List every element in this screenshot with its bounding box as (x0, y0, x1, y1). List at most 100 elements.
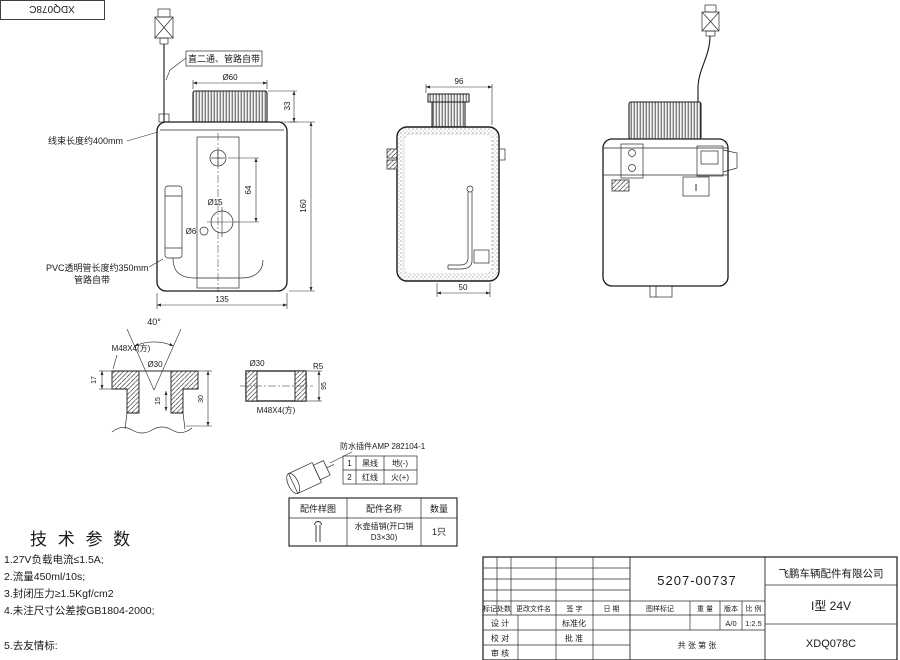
rear-body (602, 138, 729, 287)
cotter-pin-glyph (314, 521, 322, 542)
tb-version-value: A/0 (725, 619, 736, 628)
parts-header-qty: 数量 (430, 503, 448, 514)
dimension-96: 96 (425, 77, 493, 125)
tech-item-2: 2.流量450ml/10s; (4, 570, 85, 583)
pvc-tube-callout: PVC透明管长度约350mm 管路自带 (46, 258, 164, 285)
dim-cap-h-text: 33 (283, 101, 292, 110)
wiring-table: 1 黑线 地(-) 2 红线 火(+) (342, 455, 418, 485)
rear-cap (628, 101, 702, 140)
plug-thread-text: M48X4(方) (257, 405, 296, 415)
front-view: 直二通、管路自带 Ø60 33 (46, 8, 315, 309)
tb-header-sign: 签 字 (567, 604, 583, 613)
signature-area: 设 计 标准化 校 对 批 准 审 核 (483, 615, 630, 660)
filler-cap (192, 90, 268, 123)
parts-header-sample: 配件样图 (300, 503, 336, 514)
side-body (396, 126, 500, 282)
wire-row1-pol: 地(-) (392, 458, 408, 468)
tb-scale-header: 比 例 (746, 604, 762, 613)
title-block: 标记 处数 更改文件名 签 字 日 期 设 计 标准化 校 对 批 准 审 核 … (482, 556, 898, 660)
dimension-15: 15 (155, 390, 168, 412)
part-number-area: 5207-00737 图样标记 重 量 版本 比 例 A/0 1:2.5 共 张… (630, 573, 765, 650)
wire-row2-pol: 火(+) (391, 473, 409, 482)
plate-label-text: I (695, 183, 698, 194)
wire-connector (154, 8, 174, 123)
parts-header-name: 配件名称 (366, 503, 402, 514)
model-text: I型 24V (811, 599, 851, 613)
pvc-label-1: PVC透明管长度约350mm (46, 262, 149, 273)
dim-50-text: 50 (459, 283, 468, 292)
rear-label-plate: I (682, 176, 710, 197)
tb-sample-mark-header: 图样标记 (646, 604, 674, 613)
plug-detail: Ø30 R5 M48X4(方) 95 (240, 359, 328, 415)
tech-item-1: 1.27V负载电流≤1.5A; (4, 553, 104, 566)
side-view: 96 50 (386, 77, 506, 297)
drawing-number-text: XDQ078C (806, 638, 856, 650)
pump-and-tube (164, 185, 264, 279)
revision-area: 标记 处数 更改文件名 签 字 日 期 (483, 557, 630, 616)
tb-header-date: 日 期 (604, 605, 620, 613)
dimension-17: 17 (91, 370, 112, 390)
tech-params-title: 技 术 参 数 (30, 530, 133, 549)
company-area: 飞鹏车辆配件有限公司 I型 24V XDQ078C (765, 567, 897, 650)
bore-label: Ø30 (147, 360, 163, 369)
tb-design-label: 设 计 (491, 618, 509, 628)
harness-callout: 线束长度约400mm (48, 131, 159, 146)
dimension-width-135: 135 (156, 293, 288, 309)
dim-135-text: 135 (215, 295, 229, 304)
plug-radius-text: R5 (313, 362, 324, 371)
tank-body-front (156, 121, 288, 292)
thread-label: M48X4(方) (112, 343, 151, 353)
parts-name-line1: 水壶插销(开口销 (355, 521, 414, 531)
tb-weight-header: 重 量 (697, 605, 713, 613)
dim-cap-dia-text: Ø60 (222, 73, 238, 82)
corner-code-text: XDQ078C (29, 3, 75, 14)
dimension-height-160: 160 (289, 121, 315, 292)
tech-item-3: 3.封闭压力≥1.5Kgf/cm2 (4, 587, 114, 600)
rear-small-block (611, 179, 630, 192)
parts-table: 配件样图 配件名称 数量 水壶插销(开口销 D3×30) 1只 (288, 497, 458, 547)
dimension-50: 50 (436, 283, 491, 297)
rear-bottom-tab (649, 285, 673, 298)
wire-row2-color: 红线 (362, 472, 378, 482)
strap-plate (620, 143, 644, 179)
tb-scale-value: 1:2.5 (745, 619, 762, 628)
mounting-bracket: Ø15 Ø6 (186, 133, 240, 292)
part-number-text: 5207-00737 (657, 573, 736, 588)
tech-item-5: 5.去友情标: (4, 639, 58, 652)
tb-approve-label: 批 准 (565, 633, 583, 643)
connector-detail: 防水插件AMP 282104-1 1 黑线 地(-) 2 红线 火(+) (286, 441, 426, 495)
funnel-angle: 40° (126, 317, 182, 391)
tb-header-count: 处数 (497, 604, 511, 613)
rear-view: I (602, 4, 738, 298)
cap-section-detail: 40° M48X4(方) Ø30 17 15 (91, 317, 212, 434)
tb-check-label: 校 对 (491, 633, 509, 643)
dim-30-text: 30 (198, 395, 205, 403)
cap-section-labels: M48X4(方) Ø30 (112, 343, 163, 370)
connector-drawing (286, 460, 335, 495)
side-internal-pipe (447, 185, 490, 270)
company-name-text: 飞鹏车辆配件有限公司 (779, 567, 884, 580)
tube-callout: 直二通、管路自带 (165, 50, 263, 81)
dim-hole15-text: Ø15 (207, 198, 223, 207)
pvc-label-2: 管路自带 (74, 274, 110, 285)
wire-row2-no: 2 (347, 473, 352, 482)
dim-160-text: 160 (299, 199, 308, 213)
tech-item-4: 4.未注尺寸公差按GB1804-2000; (4, 604, 155, 617)
angle-40-text: 40° (147, 317, 161, 327)
dimension-cap-diameter: Ø60 (192, 73, 268, 89)
tb-header-mark: 标记 (483, 604, 497, 613)
tb-review-label: 审 核 (491, 648, 509, 658)
plug-h-text: 95 (321, 382, 328, 390)
strap-buckle (696, 145, 738, 177)
dim-17-text: 17 (91, 376, 98, 384)
tb-header-file: 更改文件名 (516, 604, 551, 613)
dimension-cap-height: 33 (268, 90, 297, 123)
dim-64-text: 64 (244, 185, 253, 194)
wire-row1-no: 1 (347, 459, 352, 468)
parts-qty-value: 1只 (432, 527, 446, 537)
tb-sheet-text: 共 张 第 张 (678, 640, 717, 650)
connector-title: 防水插件AMP 282104-1 (340, 441, 426, 451)
dim-96-text: 96 (455, 77, 464, 86)
